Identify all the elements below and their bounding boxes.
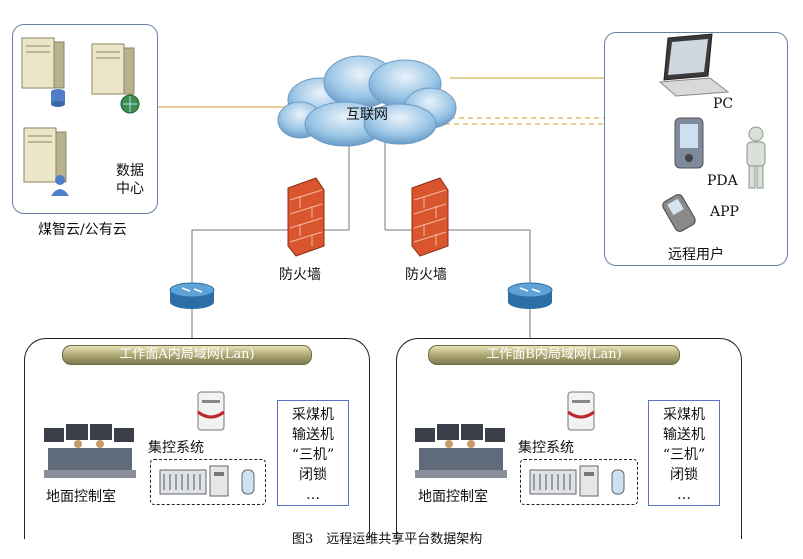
datacenter-caption: 煤智云/公有云 xyxy=(38,222,127,238)
three-machines-box-b: 采煤机 输送机 “三机” 闭锁 … xyxy=(648,400,720,506)
pda-label: PDA xyxy=(707,173,738,189)
central-server-icon-b xyxy=(567,391,595,431)
lan-b-tube: 工作面B内局域网(Lan) xyxy=(428,345,680,365)
firewall-icon-a xyxy=(287,177,325,257)
controller-icons-a xyxy=(159,465,255,497)
three-line: … xyxy=(677,487,691,503)
central-server-icon-a xyxy=(197,391,225,431)
three-line: 闭锁 xyxy=(670,467,698,483)
three-line: 输送机 xyxy=(292,427,334,443)
firewall-icon-b xyxy=(411,177,449,257)
server-icon-user xyxy=(23,127,69,196)
server-icon-globe xyxy=(91,43,140,114)
three-line: “三机” xyxy=(662,447,706,463)
app-label: APP xyxy=(710,204,739,220)
central-label-b: 集控系统 xyxy=(518,440,574,456)
lan-a-tube: 工作面A内局域网(Lan) xyxy=(62,345,312,365)
control-room-icon-b xyxy=(415,424,507,478)
router-icon-a xyxy=(169,282,215,309)
laptop-icon xyxy=(658,33,730,97)
three-line: 采煤机 xyxy=(663,407,705,423)
three-line: “三机” xyxy=(291,447,335,463)
cloud-label: 互联网 xyxy=(346,107,388,123)
three-machines-box-a: 采煤机 输送机 “三机” 闭锁 … xyxy=(277,400,349,506)
datacenter-label-line2: 中心 xyxy=(116,181,144,197)
person-icon xyxy=(746,126,766,189)
control-room-label-a: 地面控制室 xyxy=(46,489,116,505)
server-icon-db xyxy=(21,37,65,107)
datacenter-label-line1: 数据 xyxy=(116,163,144,179)
router-icon-b xyxy=(507,282,553,309)
pc-label: PC xyxy=(713,96,734,112)
control-room-icon-a xyxy=(44,424,136,478)
central-label-a: 集控系统 xyxy=(148,440,204,456)
three-line: 输送机 xyxy=(663,427,705,443)
control-room-label-b: 地面控制室 xyxy=(418,489,488,505)
three-line: … xyxy=(306,487,320,503)
three-line: 采煤机 xyxy=(292,407,334,423)
pda-icon xyxy=(674,117,704,169)
phone-icon xyxy=(662,194,696,232)
remote-users-caption: 远程用户 xyxy=(668,247,724,263)
firewall-label-b: 防火墙 xyxy=(405,267,447,283)
figure-caption: 图3 远程运维共享平台数据架构 xyxy=(292,532,483,547)
controller-group-b xyxy=(520,459,638,505)
controller-icons-b xyxy=(529,465,625,497)
three-line: 闭锁 xyxy=(299,467,327,483)
controller-group-a xyxy=(150,459,266,505)
firewall-label-a: 防火墙 xyxy=(279,267,321,283)
